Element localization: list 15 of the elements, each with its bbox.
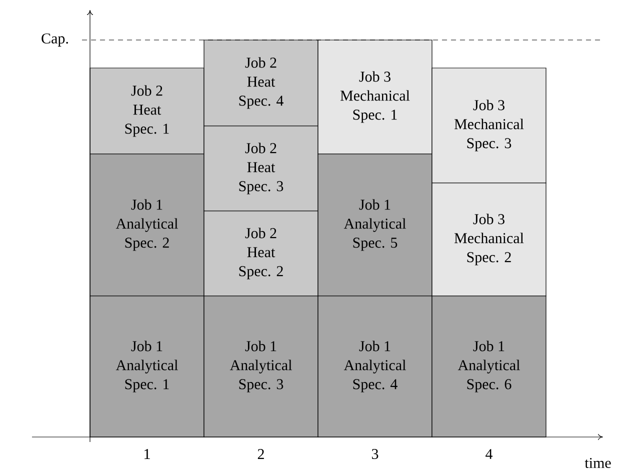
job-block: Job 1 Analytical Spec. 3 [204,296,318,438]
job-block: Job 1 Analytical Spec. 4 [318,296,432,438]
job-block: Job 1 Analytical Spec. 6 [432,296,546,438]
job-block: Job 3 Mechanical Spec. 1 [318,40,432,154]
job-block: Job 1 Analytical Spec. 2 [90,154,204,296]
job-block: Job 1 Analytical Spec. 1 [90,296,204,438]
job-block: Job 2 Heat Spec. 3 [204,126,318,212]
job-block: Job 3 Mechanical Spec. 3 [432,68,546,184]
capacity-label: Cap. [42,33,68,47]
job-block: Job 1 Analytical Spec. 5 [318,154,432,296]
job-block: Job 2 Heat Spec. 4 [204,40,318,126]
job-block: Job 2 Heat Spec. 1 [90,68,204,154]
job-block: Job 3 Mechanical Spec. 2 [432,182,546,296]
job-block: Job 2 Heat Spec. 2 [204,210,318,296]
axis-label: time [584,458,611,468]
